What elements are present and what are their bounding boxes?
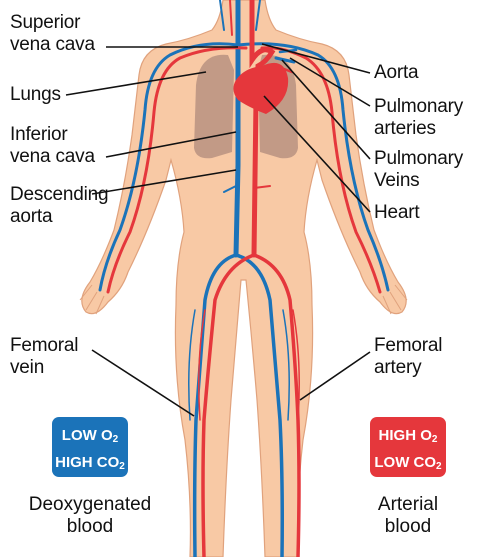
- body-silhouette: [81, 0, 407, 557]
- arteries: [106, 0, 382, 557]
- label-aorta: Aorta: [374, 62, 419, 83]
- deoxygenated-legend-box: LOW O2 HIGH CO2: [52, 417, 128, 477]
- label-lungs: Lungs: [10, 84, 61, 105]
- finger-lines: [79, 284, 408, 315]
- label-heart: Heart: [374, 202, 420, 223]
- arterial-legend-box: HIGH O2 LOW CO2: [370, 417, 446, 477]
- leader-lines: [65, 43, 371, 417]
- heart: [233, 62, 289, 114]
- left-lung: [194, 54, 234, 159]
